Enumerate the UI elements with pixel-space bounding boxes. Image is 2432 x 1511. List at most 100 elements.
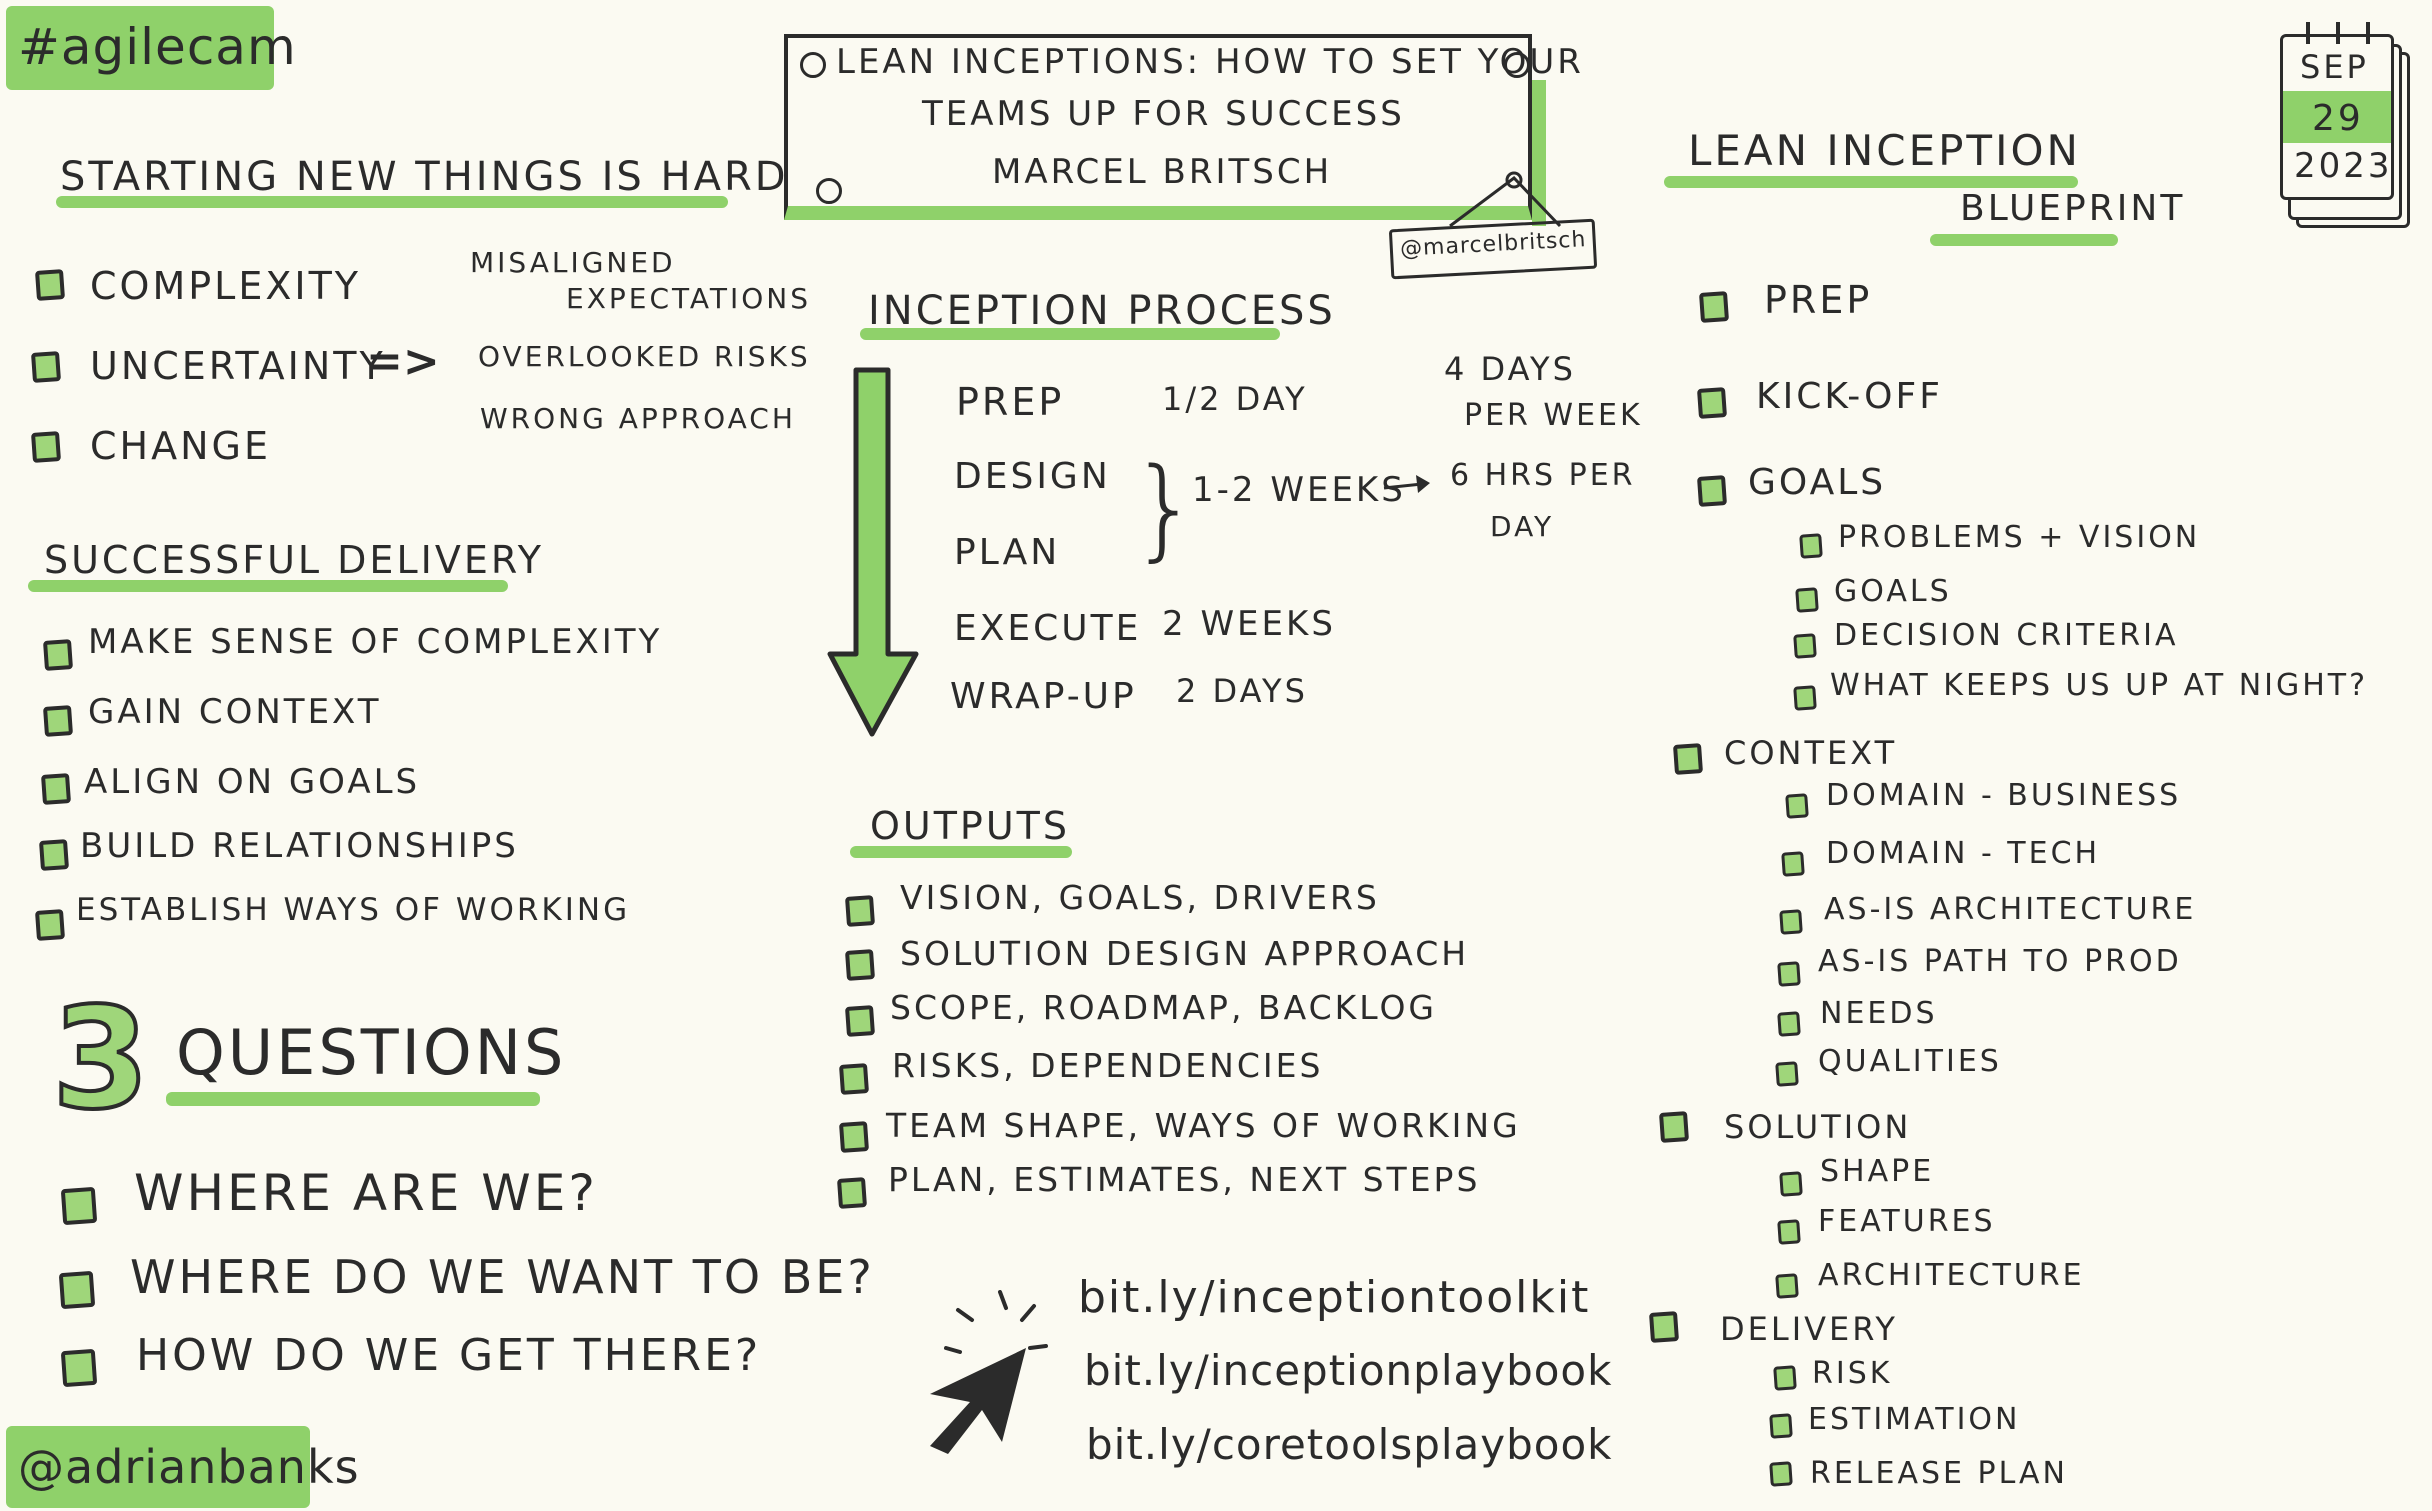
blueprint-subitem: Qualities — [1818, 1044, 2002, 1079]
checkbox-icon — [1648, 1311, 1680, 1343]
delivery-item: Make sense of complexity — [88, 622, 663, 662]
delivery-item: Establish ways of working — [76, 892, 631, 928]
delivery-heading-underline — [28, 580, 508, 592]
title-line-1: Lean Inceptions: How to set your — [836, 42, 1584, 82]
checkbox-icon — [1795, 587, 1819, 613]
hard-result: Misaligned — [470, 246, 676, 279]
questions-heading-underline — [166, 1092, 540, 1106]
question-item: Where are we? — [134, 1164, 598, 1222]
blueprint-subitem: Goals — [1834, 574, 1952, 609]
hard-item: Change — [90, 424, 271, 468]
blueprint-heading-2: Blueprint — [1960, 188, 2186, 229]
calendar-ring — [2336, 22, 2340, 44]
hard-result: Wrong approach — [480, 402, 796, 435]
process-stage: Wrap-up — [950, 676, 1137, 717]
checkbox-icon — [844, 1005, 876, 1037]
checkbox-icon — [30, 431, 62, 463]
process-note: day — [1490, 510, 1555, 543]
implies-arrow-icon: => — [366, 336, 440, 387]
output-item: Team shape, ways of working — [886, 1106, 1521, 1145]
calendar-month: SEP — [2300, 48, 2369, 86]
checkbox-icon — [1775, 1273, 1799, 1299]
checkbox-icon — [1777, 1011, 1801, 1037]
process-stage: Prep — [956, 380, 1065, 424]
checkbox-icon — [1658, 1111, 1690, 1143]
calendar-ring — [2366, 22, 2370, 44]
author-tag-highlight — [6, 1426, 310, 1508]
checkbox-icon — [1793, 685, 1817, 711]
process-note: per week — [1464, 398, 1643, 433]
execute-duration: 2 weeks — [1162, 604, 1336, 644]
checkbox-icon — [1777, 1219, 1801, 1245]
delivery-item: Build relationships — [80, 826, 519, 866]
checkbox-icon — [844, 895, 876, 927]
agilecam-tag: #agilecam — [18, 18, 297, 76]
link[interactable]: bit.ly/inceptiontoolkit — [1078, 1272, 1591, 1323]
right-arrow-icon — [1383, 475, 1430, 493]
calendar-day: 29 — [2312, 98, 2364, 139]
hard-item: Complexity — [90, 264, 361, 308]
checkbox-icon — [1773, 1365, 1797, 1391]
blueprint-section: Kick-off — [1756, 376, 1943, 417]
checkbox-icon — [1779, 1171, 1803, 1197]
blueprint-subitem: Needs — [1820, 996, 1938, 1031]
outputs-heading: Outputs — [870, 804, 1070, 848]
checkbox-icon — [1696, 475, 1728, 507]
title-line-2: Teams up for success — [922, 94, 1405, 134]
blueprint-subitem: As-is path to prod — [1818, 944, 2182, 979]
blueprint-subitem: As-is Architecture — [1824, 892, 2197, 927]
hanging-tag-string — [1449, 171, 1562, 228]
checkbox-icon — [38, 839, 70, 871]
speaker-name: Marcel Britsch — [992, 152, 1333, 192]
blueprint-heading-1: Lean Inception — [1688, 126, 2081, 175]
cursor-click-icon — [930, 1290, 1048, 1454]
checkbox-icon — [42, 639, 74, 671]
delivery-heading: Successful delivery — [44, 538, 545, 582]
checkbox-icon — [1785, 793, 1809, 819]
title-box — [784, 34, 1532, 220]
hard-heading: Starting new things is hard — [60, 154, 789, 200]
calendar-year: 2023 — [2294, 146, 2393, 186]
blueprint-subitem: Architecture — [1818, 1258, 2085, 1293]
delivery-item: Gain context — [88, 692, 382, 732]
title-pin-icon — [816, 178, 842, 204]
blueprint-subitem: Estimation — [1808, 1402, 2021, 1437]
blueprint-subitem: Release plan — [1810, 1456, 2068, 1491]
process-heading: Inception Process — [868, 288, 1336, 334]
checkbox-icon — [838, 1121, 870, 1153]
checkbox-icon — [1777, 961, 1801, 987]
blueprint-heading-underline — [1664, 176, 2078, 188]
prep-duration: 1/2 day — [1162, 380, 1308, 418]
process-stage: Plan — [954, 532, 1061, 573]
design-plan-duration: 1-2 weeks — [1192, 470, 1406, 510]
checkbox-icon — [60, 1186, 98, 1226]
process-note: 6 hrs per — [1450, 458, 1636, 493]
process-note: 4 days — [1444, 350, 1576, 388]
questions-number: 3 — [50, 976, 151, 1143]
checkbox-icon — [1769, 1461, 1793, 1487]
title-pin-icon — [1504, 52, 1530, 78]
blueprint-section: Delivery — [1720, 1310, 1898, 1348]
link[interactable]: bit.ly/coretoolsplaybook — [1086, 1420, 1613, 1469]
question-item: Where do we want to be? — [130, 1250, 875, 1304]
checkbox-icon — [1781, 851, 1805, 877]
process-down-arrow-icon — [827, 367, 919, 737]
agilecam-tag-highlight — [6, 6, 274, 90]
calendar-ring — [2306, 22, 2310, 44]
question-item: How do we get there? — [136, 1330, 762, 1381]
process-heading-underline — [860, 328, 1280, 340]
title-pin-icon — [800, 52, 826, 78]
checkbox-icon — [1698, 291, 1730, 323]
checkbox-icon — [1799, 533, 1823, 559]
checkbox-icon — [1769, 1413, 1793, 1439]
checkbox-icon — [1696, 387, 1728, 419]
blueprint-section: Goals — [1748, 462, 1887, 503]
blueprint-subitem: Shape — [1820, 1154, 1935, 1189]
checkbox-icon — [844, 949, 876, 981]
output-item: Solution design approach — [900, 934, 1470, 973]
blueprint-subitem: Decision criteria — [1834, 618, 2179, 653]
checkbox-icon — [30, 351, 62, 383]
link[interactable]: bit.ly/inceptionplaybook — [1084, 1346, 1613, 1395]
hard-heading-underline — [56, 196, 728, 208]
questions-heading: Questions — [176, 1016, 567, 1089]
